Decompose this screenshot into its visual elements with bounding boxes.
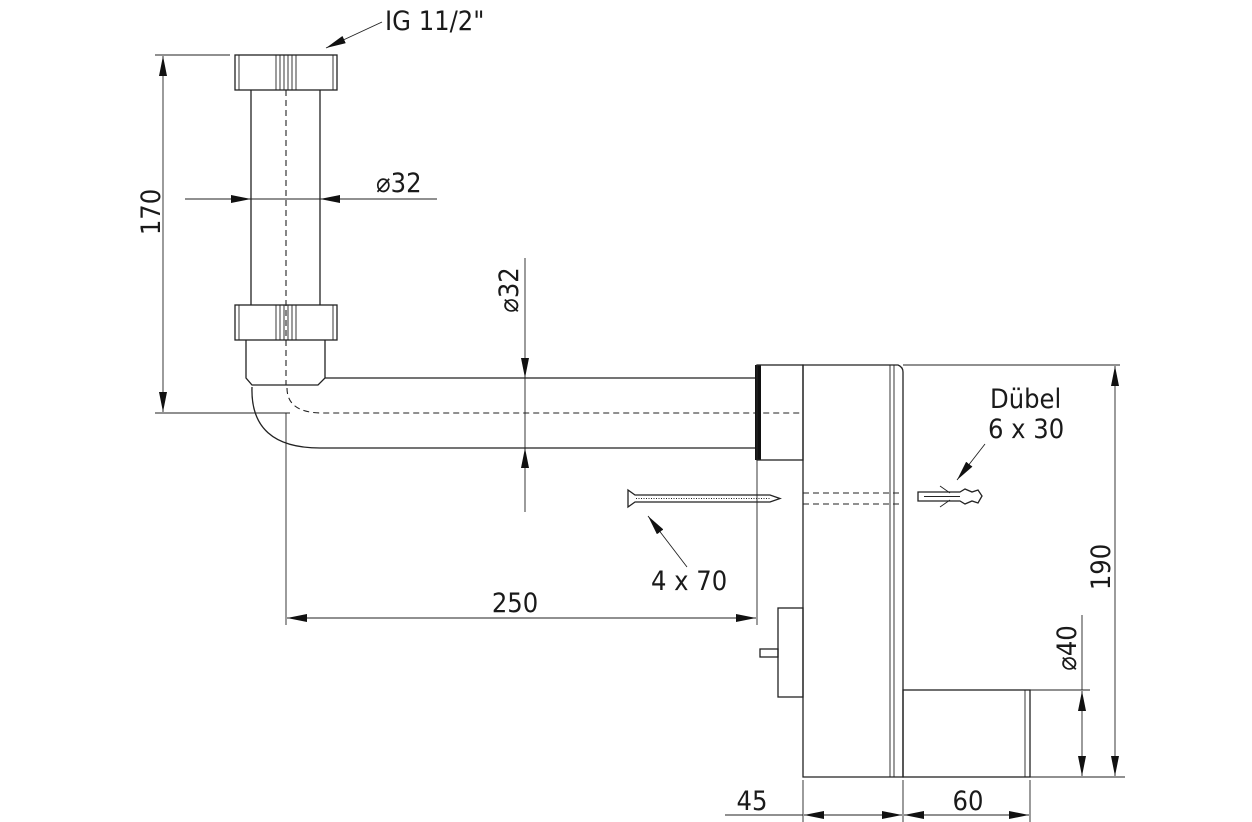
dimension-170: 170 [136,54,290,414]
dimension-label: ⌀32 [494,267,525,313]
dimension-dia-horizontal: ⌀32 [494,258,529,512]
thread-label: IG 11/2" [385,6,484,37]
siphon-body [755,364,1120,778]
dowel-icon [917,485,983,508]
dimension-190: 190 [1030,366,1125,778]
vertical-inlet-pipe [234,54,338,386]
thread-callout: IG 11/2" [325,6,484,49]
dimension-45-60: 45 60 [725,780,1031,822]
screw-icon [627,488,782,509]
dowel-callout: Dübel 6 x 30 [956,384,1064,481]
dimension-label: 170 [136,189,167,235]
dimension-250: 250 [287,460,758,625]
dimension-label: 190 [1086,544,1117,590]
dimension-label: 45 [737,786,768,817]
horizontal-arm-pipe [251,377,803,625]
screw-callout: 4 x 70 [647,515,727,597]
dimension-dia-outlet: ⌀40 [1030,615,1090,776]
screw-label: 4 x 70 [651,566,727,597]
dowel-label: Dübel [990,384,1061,415]
dimension-dia-vertical: ⌀32 [185,168,437,203]
dimension-label: ⌀32 [376,168,422,199]
dimension-label: 250 [492,588,538,619]
dowel-size-label: 6 x 30 [988,414,1064,445]
dimension-label: 60 [953,786,984,817]
dimension-label: ⌀40 [1052,625,1083,671]
